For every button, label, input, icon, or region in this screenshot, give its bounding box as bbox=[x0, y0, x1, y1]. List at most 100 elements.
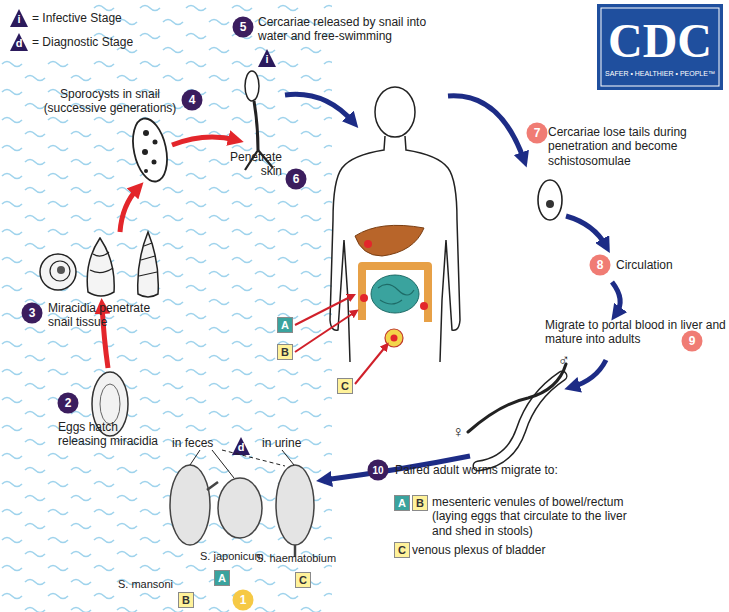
specimen-label: in feces bbox=[172, 436, 232, 450]
callout-number: 7 bbox=[526, 122, 548, 144]
site-key-box: A bbox=[214, 570, 230, 586]
intestine-loops bbox=[378, 284, 414, 304]
site-pointer bbox=[295, 312, 355, 352]
germ-ball bbox=[142, 149, 148, 155]
stage-description: Cercariae released by snail into water a… bbox=[258, 15, 433, 44]
site-key-box: A bbox=[394, 495, 410, 511]
shell-whorl bbox=[57, 266, 65, 274]
circle-fill bbox=[590, 255, 611, 276]
callout-number: 1 bbox=[232, 589, 254, 611]
site-key-box: A bbox=[277, 317, 293, 333]
cycle-arrow bbox=[572, 360, 606, 387]
circle-fill bbox=[233, 17, 254, 38]
stage-description: venous plexus of bladder bbox=[412, 543, 612, 557]
cycle-arrow bbox=[612, 282, 620, 314]
circle-fill bbox=[58, 393, 79, 414]
stage-symbol-letter: d bbox=[13, 37, 25, 50]
worm-site bbox=[420, 302, 428, 310]
large-intestine bbox=[362, 266, 428, 322]
callout-number: 6 bbox=[285, 168, 307, 190]
stage-description: mesenteric venules of bowel/rectum (layi… bbox=[432, 495, 637, 538]
cercaria-body bbox=[245, 71, 259, 101]
site-key-letter: A bbox=[215, 571, 229, 585]
circle-fill bbox=[682, 331, 703, 352]
infective-symbol bbox=[258, 49, 276, 67]
germ-ball bbox=[152, 160, 157, 165]
callout-number: 4 bbox=[181, 89, 203, 111]
bladder bbox=[385, 329, 403, 347]
site-key-letter: C bbox=[395, 543, 409, 557]
site-key-letter: B bbox=[179, 593, 193, 607]
worm-site bbox=[360, 294, 368, 302]
callout-circle: 10 bbox=[367, 459, 389, 481]
diagnostic-symbol bbox=[232, 437, 250, 455]
cycle-arrow bbox=[285, 94, 353, 122]
stage-description: Circulation bbox=[616, 258, 716, 272]
circle-fill bbox=[182, 90, 203, 111]
stage-symbol-letter: i bbox=[13, 13, 25, 26]
diagnostic-symbol bbox=[10, 33, 28, 51]
callout-circle: 4 bbox=[181, 89, 203, 111]
callout-number: 10 bbox=[367, 459, 389, 481]
legend-text: = Diagnostic Stage bbox=[32, 35, 133, 49]
stage-description: Miracidia penetrate snail tissue bbox=[48, 301, 166, 330]
cycle-arrow bbox=[102, 306, 108, 368]
circle-fill bbox=[286, 169, 307, 190]
water-waves bbox=[0, 0, 332, 612]
body-outline bbox=[330, 136, 460, 362]
site-key-letter: B bbox=[278, 345, 292, 359]
haematobium-egg bbox=[276, 465, 314, 545]
germ-ball bbox=[143, 130, 149, 136]
stage-description: Paired adult worms migrate to: bbox=[395, 463, 615, 477]
stage-description: Penetrate skin bbox=[222, 150, 282, 179]
logo-panel bbox=[597, 4, 723, 90]
stage-description: Cercariae lose tails during penetration … bbox=[548, 125, 726, 168]
cycle-arrow bbox=[120, 188, 138, 232]
shell-whorl bbox=[139, 243, 157, 276]
shell-whorl bbox=[90, 252, 113, 273]
legend-text: = Infective Stage bbox=[32, 11, 122, 25]
mansoni-egg bbox=[170, 465, 210, 545]
site-pointer bbox=[355, 346, 386, 384]
sporocyst bbox=[128, 115, 173, 184]
callout-number: 8 bbox=[589, 254, 611, 276]
liver bbox=[355, 225, 424, 256]
stage-symbol-letter: d bbox=[235, 441, 247, 454]
germ-ball bbox=[144, 169, 148, 173]
worm-site bbox=[364, 240, 372, 248]
snail-shells bbox=[40, 232, 158, 297]
callout-circle: 5 bbox=[232, 16, 254, 38]
cycle-arrow bbox=[448, 96, 524, 160]
cycle-arrow bbox=[566, 216, 606, 246]
site-key-letter: C bbox=[338, 379, 352, 393]
callout-circle: 7 bbox=[526, 122, 548, 144]
circle-fill bbox=[22, 303, 43, 324]
callout-number: 2 bbox=[57, 392, 79, 414]
worm-site bbox=[391, 335, 398, 342]
leader-line bbox=[190, 450, 234, 478]
cercaria-tail bbox=[254, 101, 258, 150]
stage-description: Sporocysts in snail (successive generati… bbox=[35, 87, 185, 116]
site-key-box: C bbox=[337, 378, 353, 394]
small-intestine bbox=[371, 275, 419, 313]
circle-fill bbox=[368, 460, 389, 481]
logo-text: CDC bbox=[601, 12, 719, 70]
site-key-box: B bbox=[277, 344, 293, 360]
callout-circle: 1 bbox=[232, 589, 254, 611]
sex-symbol: ♂ bbox=[558, 350, 578, 369]
leader-line bbox=[282, 450, 294, 465]
specimen-label: in urine bbox=[262, 436, 322, 450]
snail-shell bbox=[40, 254, 76, 290]
snail-shell bbox=[87, 238, 114, 296]
snail-shell bbox=[138, 232, 159, 297]
site-key-letter: A bbox=[278, 318, 292, 332]
japonicum-egg bbox=[218, 478, 262, 538]
callout-circle: 6 bbox=[285, 168, 307, 190]
site-key-letter: C bbox=[296, 573, 310, 587]
dashed-leader bbox=[222, 450, 285, 466]
stage-description: Migrate to portal blood in liver and mat… bbox=[545, 318, 729, 347]
schistosomulum bbox=[538, 180, 562, 220]
miracidium-inner bbox=[100, 384, 120, 424]
germ-ball bbox=[153, 140, 158, 145]
